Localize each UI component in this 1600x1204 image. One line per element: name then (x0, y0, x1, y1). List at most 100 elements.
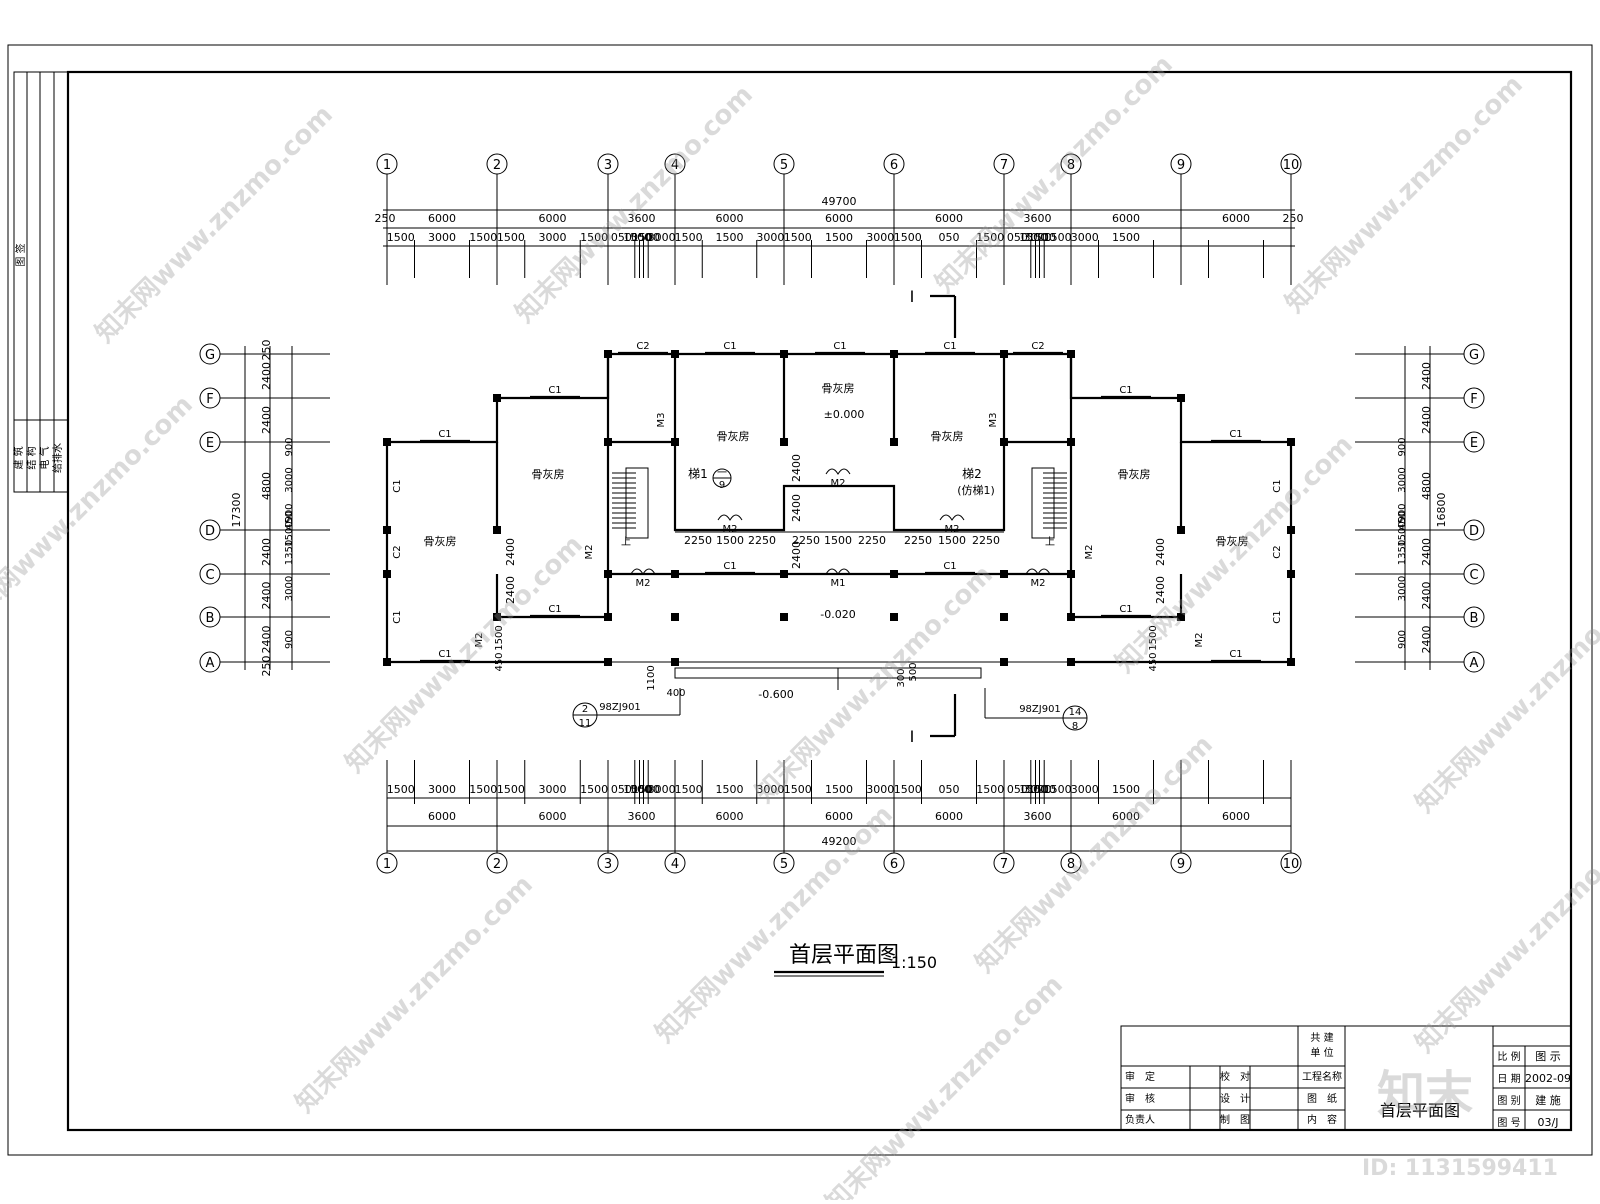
column (604, 570, 612, 578)
dim-sub-top: 1500 (469, 231, 497, 244)
column (1000, 570, 1008, 578)
dim-sub-top: 050 (611, 231, 632, 244)
dim-outer-left: 2400 (260, 582, 273, 610)
dim-sub-bottom: 1500 (387, 783, 415, 796)
dim-bay-bottom: 3600 (628, 810, 656, 823)
dim-sub-top: 1500 (1019, 231, 1047, 244)
dim-bay-top: 6000 (539, 212, 567, 225)
column (604, 613, 612, 621)
column (383, 526, 391, 534)
dim-sub-top: 1500 (632, 231, 660, 244)
window-label-left: C2 (392, 545, 403, 558)
dim-inner-left: 900 (284, 437, 295, 456)
axis-number-bottom: 2 (493, 857, 501, 872)
dim-inner: 1500 (1148, 625, 1159, 650)
tb-right-value: 2002-09 (1525, 1072, 1571, 1085)
title-block (1120, 1025, 1572, 1131)
sidebar-top-label: 图 签 (14, 243, 27, 266)
door-label: M1 (831, 578, 846, 589)
watermark-text: 知末网www.znzmo.com (970, 730, 1219, 979)
dim-sub-bottom: 1500 (894, 783, 922, 796)
dim-outer-right: 4800 (1420, 472, 1433, 500)
detail-ref1-code: 98ZJ901 (599, 702, 641, 713)
axis-letter-left: D (205, 524, 215, 539)
window-label: C1 (438, 649, 451, 660)
dim-inner: 1100 (646, 665, 657, 690)
dim-sub-top: 1500 (623, 231, 651, 244)
axis-letter-right: D (1469, 524, 1479, 539)
dim-bay-bottom: 6000 (716, 810, 744, 823)
tb-content: 首层平面图 (1380, 1101, 1460, 1120)
axis-number-top: 1 (383, 158, 391, 173)
tb-label: 校 对 (1220, 1070, 1250, 1083)
dim-bay-top: 3600 (628, 212, 656, 225)
dim-overall-left: 17300 (230, 493, 243, 528)
column (493, 526, 501, 534)
door-swing (825, 468, 851, 475)
dim-sub-bottom: 1500 (497, 783, 525, 796)
dim-sub-top: 050 (1007, 231, 1028, 244)
window-label-left: C1 (392, 479, 403, 492)
dim-sub-bottom: 1500 (580, 783, 608, 796)
drawing-frame (66, 70, 1573, 1132)
dim-sub-bottom: 050 (1007, 783, 1028, 796)
column (493, 613, 501, 621)
dim-sub-bottom: 3000 (1071, 783, 1099, 796)
dim-inner: 1500 (824, 534, 852, 547)
dim-inner: 1500 (494, 625, 505, 650)
door-label: M2 (474, 633, 485, 648)
axis-letter-left: C (205, 568, 214, 583)
room-label: 骨灰房 (532, 467, 565, 481)
dim-inner: 2400 (504, 538, 517, 566)
dim-bay-top: 250 (1283, 212, 1304, 225)
dim-inner-left: 450 (284, 511, 295, 530)
dim-bay-top: 6000 (1112, 212, 1140, 225)
tb-label: 负责人 (1125, 1113, 1155, 1126)
detail-ref1-bottom: 11 (579, 718, 592, 729)
door-swing (630, 568, 656, 575)
dim-sub-top: 1500 (894, 231, 922, 244)
dim-inner: 2250 (904, 534, 932, 547)
column (383, 658, 391, 666)
column (671, 438, 679, 446)
tb-label: 制 图 (1220, 1113, 1250, 1126)
column (383, 438, 391, 446)
watermark-text: 知末网www.znzmo.com (1280, 70, 1529, 319)
column (1067, 350, 1075, 358)
window-label: C1 (1119, 385, 1132, 396)
dim-sub-top: 1500 (784, 231, 812, 244)
dim-outer-right: 2400 (1420, 626, 1433, 654)
dim-sub-top: 3000 (866, 231, 894, 244)
column (1287, 570, 1295, 578)
dim-bay-top: 250 (375, 212, 396, 225)
axis-number-top: 10 (1283, 158, 1300, 173)
column (604, 658, 612, 666)
tb-right-label: 日 期 (1497, 1073, 1520, 1085)
column (1177, 394, 1185, 402)
dim-bay-bottom: 6000 (1112, 810, 1140, 823)
column (890, 570, 898, 578)
dim-sub-bottom: 3000 (648, 783, 676, 796)
window-label-right: C2 (1272, 545, 1283, 558)
dim-sub-top: 3000 (1024, 231, 1052, 244)
dim-sub-bottom: 3000 (539, 783, 567, 796)
dim-bay-bottom: 3600 (1024, 810, 1052, 823)
window-label-right: C1 (1272, 479, 1283, 492)
dim-sub-bottom: 1500 (623, 783, 651, 796)
dim-inner: 1500 (938, 534, 966, 547)
dim-inner-right: 900 (1397, 630, 1408, 649)
axis-letter-right: A (1470, 656, 1479, 671)
axis-number-top: 3 (604, 158, 612, 173)
column (1000, 613, 1008, 621)
door-swing (1025, 568, 1051, 575)
axis-letter-right: F (1470, 392, 1477, 407)
door-swing (717, 514, 743, 521)
column (1287, 438, 1295, 446)
dim-bay-top: 3600 (1024, 212, 1052, 225)
door-label: M2 (831, 478, 846, 489)
door-label: M3 (656, 413, 667, 428)
tb-right-value: 03/J (1538, 1116, 1559, 1129)
dim-inner: 2250 (972, 534, 1000, 547)
dim-outer-right: 2400 (1420, 582, 1433, 610)
dim-inner: 2250 (858, 534, 886, 547)
